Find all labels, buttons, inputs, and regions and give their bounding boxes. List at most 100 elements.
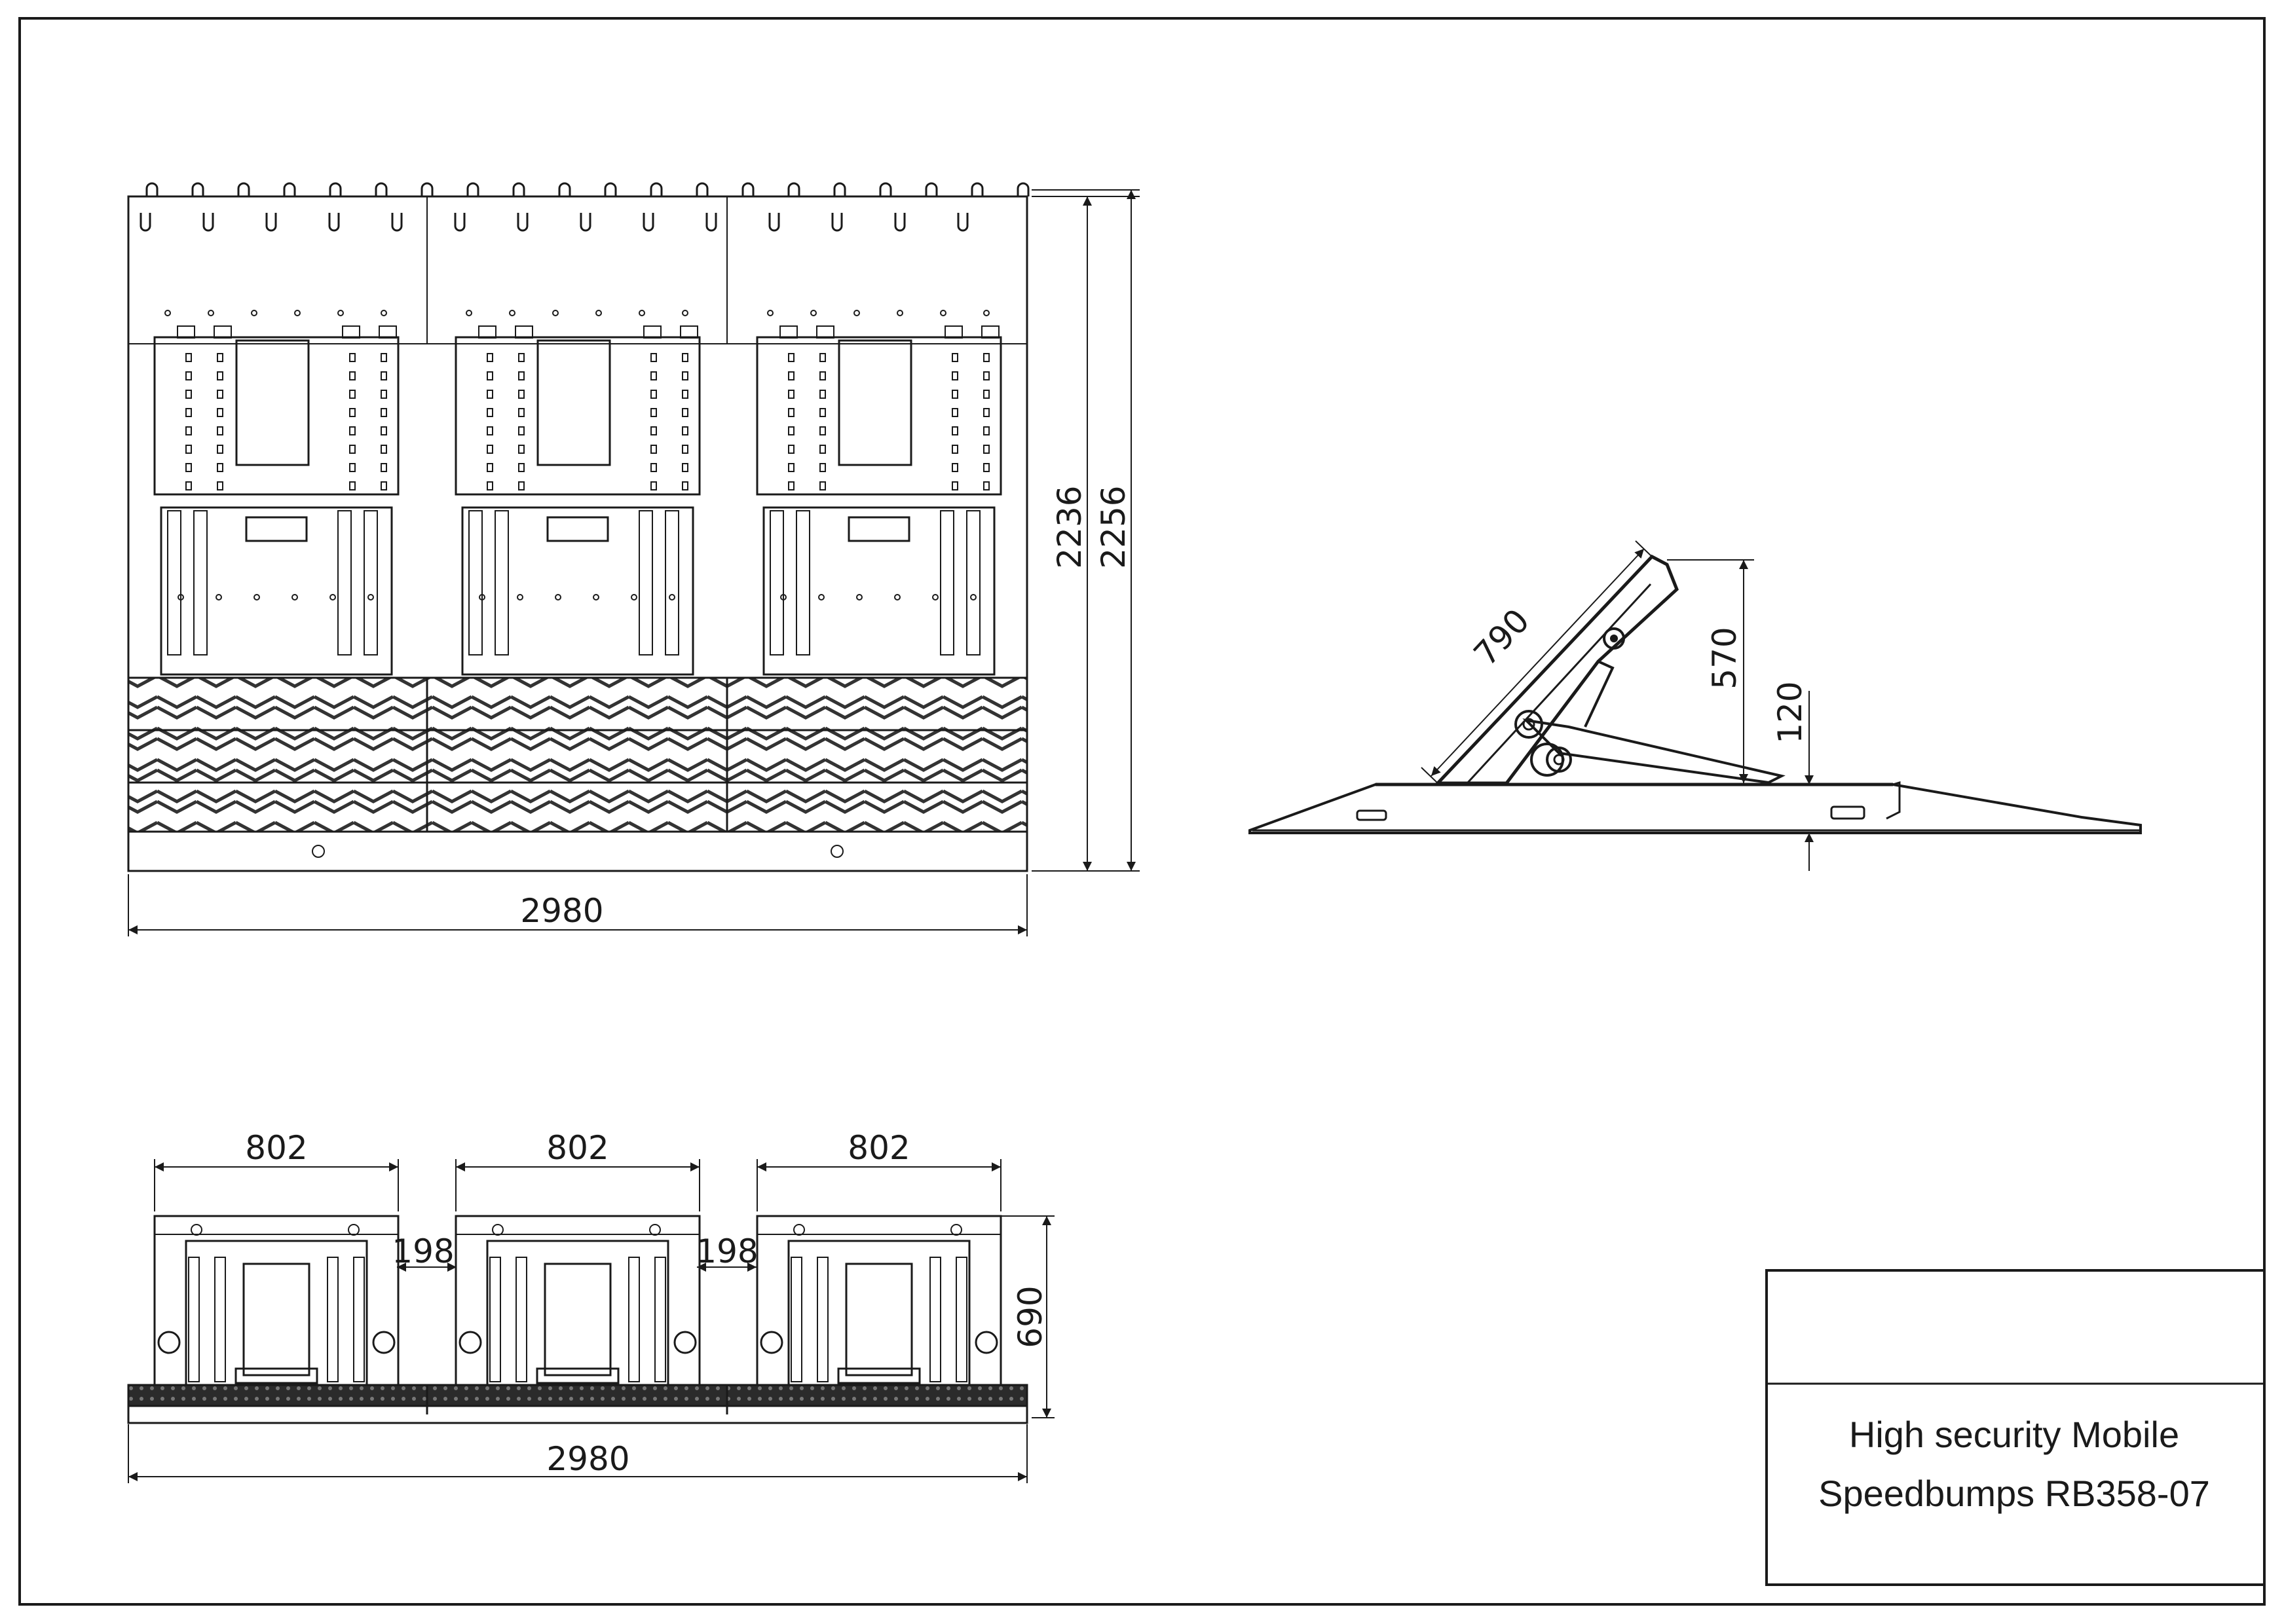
actuator	[245, 516, 308, 542]
slot	[650, 426, 657, 435]
mount-hole	[831, 845, 844, 858]
module-window	[235, 339, 310, 466]
slot	[217, 463, 223, 472]
bolt	[631, 594, 637, 600]
module-frame	[787, 1240, 971, 1386]
slot	[518, 408, 525, 417]
latch	[894, 213, 906, 232]
slot	[650, 371, 657, 380]
bolt	[767, 310, 774, 316]
bracket	[214, 325, 232, 339]
mount-hole	[191, 1224, 202, 1236]
slot	[217, 481, 223, 490]
slot	[487, 353, 493, 362]
guide-rail	[188, 1257, 200, 1382]
title-line-1: High security Mobile	[1849, 1414, 2179, 1455]
slot	[349, 463, 356, 472]
bolt	[251, 310, 257, 316]
slot	[983, 371, 990, 380]
latch	[517, 213, 529, 232]
bolt	[178, 594, 184, 600]
module-window	[838, 339, 912, 466]
actuator-body	[544, 1263, 612, 1376]
bolt	[595, 310, 602, 316]
dim-line-plate-length	[1431, 548, 1645, 777]
bolt	[208, 310, 214, 316]
slot	[682, 481, 688, 490]
hook	[925, 182, 938, 196]
slot	[952, 390, 958, 399]
slot	[518, 353, 525, 362]
slot	[185, 481, 192, 490]
slot	[952, 481, 958, 490]
slot	[518, 390, 525, 399]
bolt	[294, 310, 301, 316]
latch	[643, 213, 654, 232]
dim-top-width: 2980	[520, 892, 603, 930]
slot	[381, 463, 387, 472]
slot	[788, 353, 795, 362]
bracket	[779, 325, 798, 339]
slot	[650, 408, 657, 417]
slot	[185, 426, 192, 435]
module-housing	[756, 336, 1002, 496]
slot	[185, 445, 192, 454]
module-window	[536, 339, 611, 466]
slot	[185, 353, 192, 362]
module-frame	[486, 1240, 669, 1386]
slot	[487, 426, 493, 435]
dim-front-width: 2980	[546, 1440, 629, 1478]
dim-side-raised-height: 570	[1706, 627, 1744, 689]
slot	[217, 426, 223, 435]
bolt	[517, 594, 523, 600]
front-view-module	[756, 1215, 1002, 1386]
slot	[349, 353, 356, 362]
dim-top-height-inner: 2236	[1051, 485, 1089, 568]
actuator	[546, 516, 609, 542]
bracket	[478, 325, 496, 339]
bracket	[981, 325, 1000, 339]
mount-hole	[793, 1224, 805, 1236]
bolt	[479, 594, 485, 600]
slot	[952, 353, 958, 362]
latch	[140, 213, 151, 232]
title-line-2: Speedbumps RB358-07	[1818, 1473, 2210, 1514]
bolt	[818, 594, 825, 600]
mount-hole	[312, 845, 325, 858]
hook	[237, 182, 250, 196]
top-view-module	[153, 310, 400, 676]
bolt	[894, 594, 901, 600]
slot	[349, 408, 356, 417]
slot	[952, 445, 958, 454]
module-housing	[153, 336, 400, 496]
slot	[650, 445, 657, 454]
slot	[682, 353, 688, 362]
slot	[349, 371, 356, 380]
bolt	[669, 594, 675, 600]
front-view-tread	[127, 1384, 1028, 1407]
slot	[983, 426, 990, 435]
module-frame	[762, 506, 996, 676]
slot	[819, 481, 826, 490]
mount-hole	[492, 1224, 504, 1236]
slot	[217, 445, 223, 454]
slot	[650, 481, 657, 490]
actuator-body	[242, 1263, 310, 1376]
slot	[682, 371, 688, 380]
slot	[788, 426, 795, 435]
front-view-module	[153, 1215, 400, 1386]
actuator-foot	[234, 1367, 318, 1384]
slot	[349, 426, 356, 435]
dim-side-base-height: 120	[1771, 681, 1809, 743]
slot	[788, 408, 795, 417]
guide-rail	[327, 1257, 339, 1382]
slot	[650, 390, 657, 399]
hook	[741, 182, 755, 196]
latch	[831, 213, 843, 232]
slot	[682, 408, 688, 417]
dim-top-height-outer: 2256	[1095, 485, 1133, 568]
bolt	[983, 310, 990, 316]
slot	[788, 481, 795, 490]
bolt	[897, 310, 903, 316]
hook	[466, 182, 479, 196]
